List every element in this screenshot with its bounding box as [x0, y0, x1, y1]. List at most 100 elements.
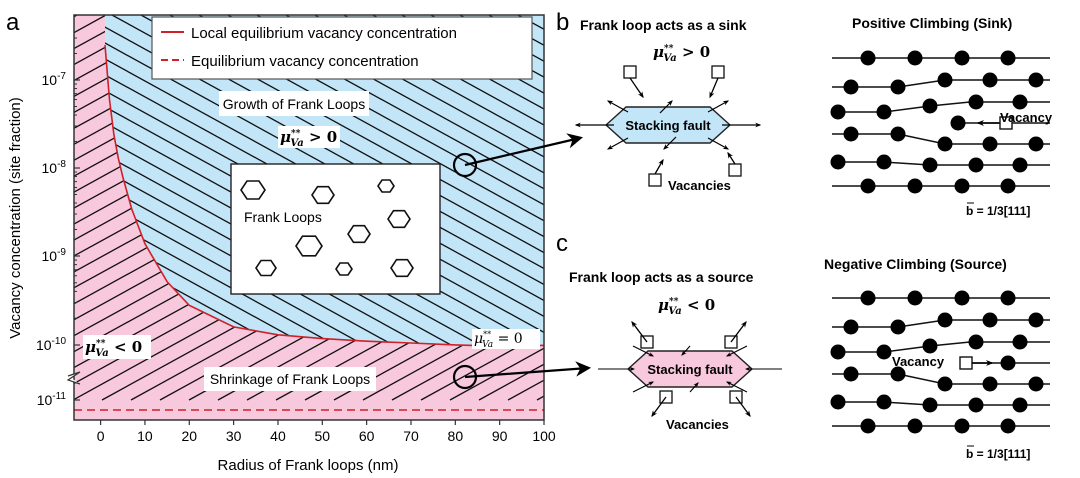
panel-b-vacancy-label: Vacancy [1000, 110, 1053, 125]
x-tick-label: 30 [226, 428, 242, 444]
atom [1012, 157, 1028, 173]
atom [968, 334, 984, 350]
atom [1028, 72, 1044, 88]
vacancy-arrow [735, 396, 751, 418]
atom [950, 115, 966, 131]
axis-break [66, 371, 81, 385]
y-tick-label: 10-7 [42, 71, 67, 88]
vacancy-arrow [709, 77, 719, 99]
atom [890, 366, 906, 382]
atom [968, 397, 984, 413]
hatch-line [105, 15, 494, 346]
vacancy-square [999, 116, 1013, 130]
shrink-label-bg [204, 367, 376, 391]
atom [982, 72, 998, 88]
atom [937, 136, 953, 152]
atom [1000, 178, 1016, 194]
mu-positive-label: μ**Va > 0 [280, 128, 337, 149]
frank-loop-hexagon [347, 224, 371, 244]
atom [954, 290, 970, 306]
x-tick-label: 50 [315, 428, 331, 444]
x-tick-label: 0 [97, 428, 105, 444]
atom [954, 50, 970, 66]
y-tick-label: 10-9 [42, 247, 67, 264]
atom [843, 79, 859, 95]
climb-diagram-sink [830, 50, 1050, 194]
atom [1028, 312, 1044, 328]
atom [1012, 334, 1028, 350]
panel-c-vacancies: Vacancies [666, 417, 729, 432]
inset-label: Frank Loops [244, 209, 322, 225]
atom [876, 344, 892, 360]
outflow-arrow [606, 137, 629, 150]
x-tick-label: 60 [359, 428, 375, 444]
frank-loop-hexagon [240, 180, 266, 200]
vacancy-arrow [651, 396, 667, 418]
series-local-equilibrium [104, 44, 544, 347]
atom [830, 394, 846, 410]
inset-hexagons [240, 179, 414, 278]
atom [968, 157, 984, 173]
panel-label-a: a [6, 9, 20, 36]
outflow-arrow [663, 136, 677, 150]
atom [907, 50, 923, 66]
frank-loop-hexagon [387, 209, 411, 229]
plot-frame [73, 14, 545, 421]
vacancy-square [959, 356, 973, 370]
vacancy-arrow [629, 77, 644, 99]
outflow-arrow [659, 100, 673, 114]
arrow-to-panel-c [464, 361, 592, 379]
outflow-arrow [707, 137, 730, 150]
vacancy-square [711, 65, 725, 79]
atom [922, 397, 938, 413]
atom [982, 136, 998, 152]
stacking-fault-source: Stacking fault [598, 320, 782, 418]
atom [954, 178, 970, 194]
x-tick-label: 40 [270, 428, 286, 444]
climb-diagram-source [830, 290, 1050, 434]
legend: Local equilibrium vacancy concentration … [151, 16, 533, 80]
panel-label-c: c [556, 230, 568, 257]
outflow-arrow [606, 100, 629, 113]
stacking-fault-sink: Stacking fault [574, 65, 762, 187]
atom [860, 178, 876, 194]
vacancy-square [728, 163, 742, 177]
y-axis-label: Vacancy concentration (site fraction) [7, 97, 24, 339]
atom [843, 126, 859, 142]
hatch-line [105, 15, 544, 346]
atom [937, 312, 953, 328]
x-tick-label: 80 [448, 428, 464, 444]
atom [907, 418, 923, 434]
atomic-plane [832, 161, 1050, 166]
atom [922, 338, 938, 354]
hatch-line [74, 15, 223, 401]
atom [922, 98, 938, 114]
atom [830, 344, 846, 360]
hatch-line [74, 15, 194, 401]
panel-b-title: Frank loop acts as a sink [580, 17, 747, 33]
vacancy-square [648, 173, 662, 187]
atom [937, 376, 953, 392]
atom [954, 418, 970, 434]
y-tick-label: 10-8 [42, 159, 67, 176]
mu-negative-label: μ**Va < 0 [85, 338, 142, 359]
vacancy-arrow [730, 320, 747, 343]
panel-b-climb-title: Positive Climbing (Sink) [852, 15, 1012, 31]
atom [830, 154, 846, 170]
frank-loop-hexagon [377, 179, 395, 193]
mu-pos-bg [278, 126, 340, 148]
atom [890, 79, 906, 95]
inflow-arrow [726, 381, 748, 393]
growth-label-bg [219, 91, 369, 116]
atom [890, 319, 906, 335]
vacancy-arrow [654, 158, 664, 175]
atom [907, 178, 923, 194]
y-tick-label: 10-11 [37, 391, 67, 408]
atom [1000, 290, 1016, 306]
atom [876, 154, 892, 170]
inflow-arrow [689, 382, 699, 393]
shrink-label: Shrinkage of Frank Loops [210, 371, 370, 387]
frank-loops-inset: Frank Loops [230, 163, 441, 295]
atom [1028, 136, 1044, 152]
